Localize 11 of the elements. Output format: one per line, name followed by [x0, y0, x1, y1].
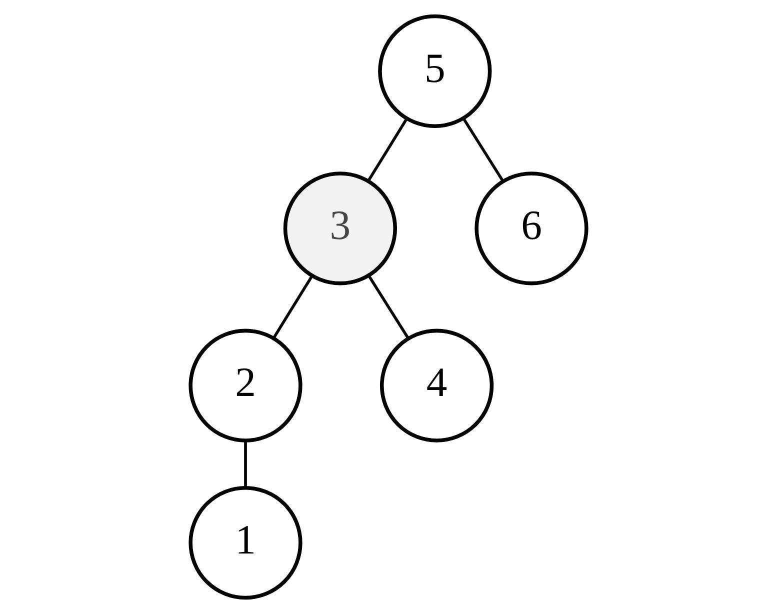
node-circle: 3 [282, 172, 397, 286]
node-circle: 4 [379, 328, 494, 442]
connector [366, 118, 408, 182]
node-circle: 1 [188, 486, 302, 600]
node-circle: 5 [378, 14, 492, 128]
node-circle: 6 [474, 172, 588, 286]
node-circle: 2 [188, 328, 302, 442]
connector [366, 274, 409, 340]
connector [462, 118, 504, 182]
connector [244, 441, 246, 488]
connector [272, 276, 312, 339]
